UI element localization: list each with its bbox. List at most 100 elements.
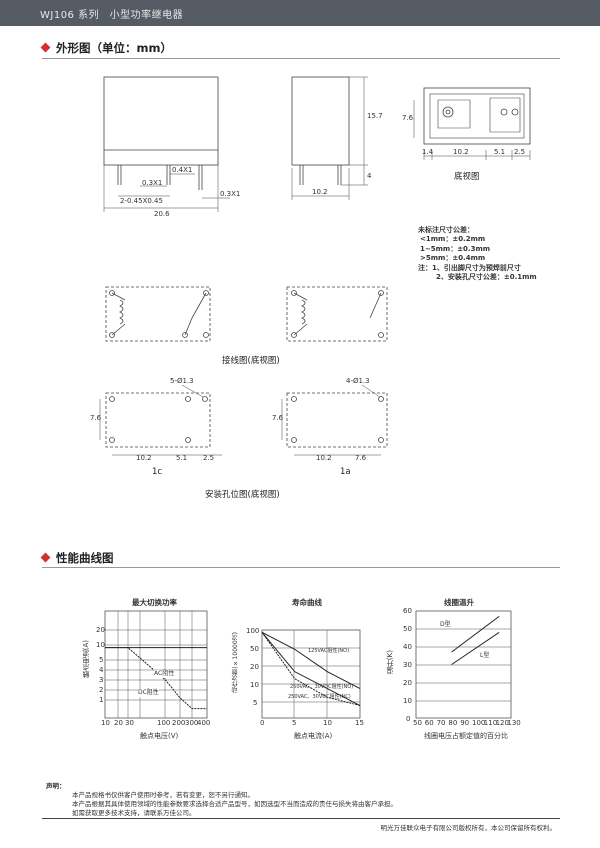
chart2-series-0 xyxy=(261,631,361,690)
chart-frame-1 xyxy=(104,610,208,719)
series-label-d: D型 xyxy=(440,621,451,628)
chart2-xtick: 0 xyxy=(260,719,265,727)
chart2-series-1 xyxy=(261,632,361,706)
mount-label-1a: 1a xyxy=(340,467,351,477)
chart1-xtick: 300 xyxy=(185,719,199,727)
chart2-ylabel: 动作次数(×10000次) xyxy=(232,632,239,693)
chart1-ytick: 20 xyxy=(96,626,105,634)
dim-label: 20.6 xyxy=(154,210,170,218)
wiring-diagram-1a xyxy=(286,286,388,342)
dim-label: 5.1 xyxy=(176,454,188,462)
header-bar: WJ106 系列 小型功率继电器 xyxy=(0,0,600,26)
front-view-drawing xyxy=(103,76,230,212)
dim-label: 10.2 xyxy=(453,148,469,156)
tolerance-notes: 未标注尺寸公差： <1mm：±0.2mm 1~5mm：±0.3mm >5mm：±… xyxy=(418,226,537,282)
dim-label: 7.6 xyxy=(355,454,367,462)
chart3-xtick: 50 xyxy=(413,719,422,727)
chart3-xtick: 70 xyxy=(436,719,446,727)
bottom-view-drawing xyxy=(413,87,531,160)
dim-label: 5.1 xyxy=(494,148,506,156)
mount-label-1c: 1c xyxy=(152,467,163,477)
chart3-xtick: 80 xyxy=(448,719,458,727)
chart3-ytick: 50 xyxy=(403,625,412,633)
chart3-ytick: 40 xyxy=(403,643,412,651)
chart1-title: 最大切换功率 xyxy=(132,598,177,607)
chart3-ylabel: 温升(K) xyxy=(386,650,394,675)
section-rule xyxy=(42,58,560,59)
caption-bottom-view: 底视图 xyxy=(454,172,480,182)
dim-label: 0.3X1 xyxy=(142,179,163,187)
chart3-ytick: 20 xyxy=(403,679,412,687)
header-title: WJ106 系列 小型功率继电器 xyxy=(40,10,184,21)
section-rule xyxy=(42,567,560,568)
dim-label: 10.2 xyxy=(312,188,328,196)
chart2-xtick: 10 xyxy=(323,719,332,727)
dim-label: 2-0.45X0.45 xyxy=(120,197,163,205)
chart1-ytick: 3 xyxy=(99,676,104,684)
chart1-ytick: 10 xyxy=(96,641,105,649)
side-view-drawing xyxy=(291,76,368,200)
dim-label: 7.6 xyxy=(402,114,414,122)
chart1-ytick: 5 xyxy=(99,656,104,664)
chart3-xtick: 60 xyxy=(424,719,434,727)
dim-label: 4-Ø1.3 xyxy=(346,377,370,385)
chart2-xtick: 15 xyxy=(355,719,364,727)
caption-wiring: 接线图(底视图) xyxy=(222,356,280,366)
chart-frame-2 xyxy=(261,629,361,719)
chart-frame-3 xyxy=(415,610,512,719)
dim-label: 0.3X1 xyxy=(220,190,241,198)
chart1-ytick: 4 xyxy=(99,666,104,674)
dim-label: 10.2 xyxy=(136,454,152,462)
chart3-series-l xyxy=(451,631,500,665)
chart3-series-d xyxy=(451,615,500,653)
chart2-ytick: 20 xyxy=(250,663,259,671)
series-label: 125VAC阻性(NO) xyxy=(308,648,350,654)
dim-label: 7.6 xyxy=(272,414,284,422)
series-label-dc: DC阻性 xyxy=(138,689,159,698)
dim-label: 5-Ø1.3 xyxy=(170,377,194,385)
chart1-ytick: 2 xyxy=(99,686,104,694)
dim-label: 1.4 xyxy=(422,148,434,156)
chart2-xtick: 5 xyxy=(292,719,297,727)
chart1-xtick: 100 xyxy=(157,719,171,727)
chart3-title: 线圈温升 xyxy=(444,598,474,607)
chart2-series-2 xyxy=(261,632,361,707)
dim-label: 7.6 xyxy=(90,414,102,422)
dim-label: 15.7 xyxy=(367,112,383,120)
chart1-series-dc xyxy=(105,647,207,710)
mounting-diagram-1c xyxy=(99,384,222,456)
chart1-xtick: 20 xyxy=(114,719,123,727)
chart2-ytick: 100 xyxy=(246,627,260,635)
chart3-ytick: 0 xyxy=(406,715,411,723)
chart3-ytick: 30 xyxy=(403,661,412,669)
dim-label: 0.4X1 xyxy=(172,166,193,174)
footer-rule xyxy=(42,818,560,819)
section-title-outline: 外形图（单位：mm） xyxy=(40,40,172,56)
chart2-ytick: 50 xyxy=(250,645,259,653)
chart3-xtick: 110 xyxy=(483,719,498,727)
chart1-xlabel: 触点电压(V) xyxy=(140,732,179,740)
series-label-l: L型 xyxy=(480,652,490,659)
dim-label: 2.5 xyxy=(203,454,215,462)
chart3-xtick: 100 xyxy=(472,719,486,727)
dim-label: 10.2 xyxy=(316,454,332,462)
series-label: 250VAC、30VDC阻性(NO) xyxy=(290,684,354,690)
series-label-ac: AC阻性 xyxy=(154,670,175,679)
chart3-xtick: 130 xyxy=(507,719,521,727)
dim-label: 4 xyxy=(367,172,372,180)
chart2-xlabel: 触点电流(A) xyxy=(294,732,333,740)
chart2-title: 寿命曲线 xyxy=(292,598,322,607)
section-title-curves: 性能曲线图 xyxy=(40,550,114,566)
declaration: 声明： 本产品规格书仅供客户使用时参考，若有变更，恕不另行通知。 本产品根据其具… xyxy=(46,782,397,818)
chart1-xtick: 200 xyxy=(172,719,186,727)
dim-label: 2.5 xyxy=(514,148,526,156)
chart3-xtick: 90 xyxy=(460,719,470,727)
chart2-ytick: 10 xyxy=(250,681,259,689)
chart3-ytick: 10 xyxy=(403,697,412,705)
chart1-xtick: 400 xyxy=(197,719,211,727)
chart3-ytick: 60 xyxy=(403,607,412,615)
chart2-ytick: 5 xyxy=(253,699,258,707)
chart3-xtick: 120 xyxy=(495,719,509,727)
